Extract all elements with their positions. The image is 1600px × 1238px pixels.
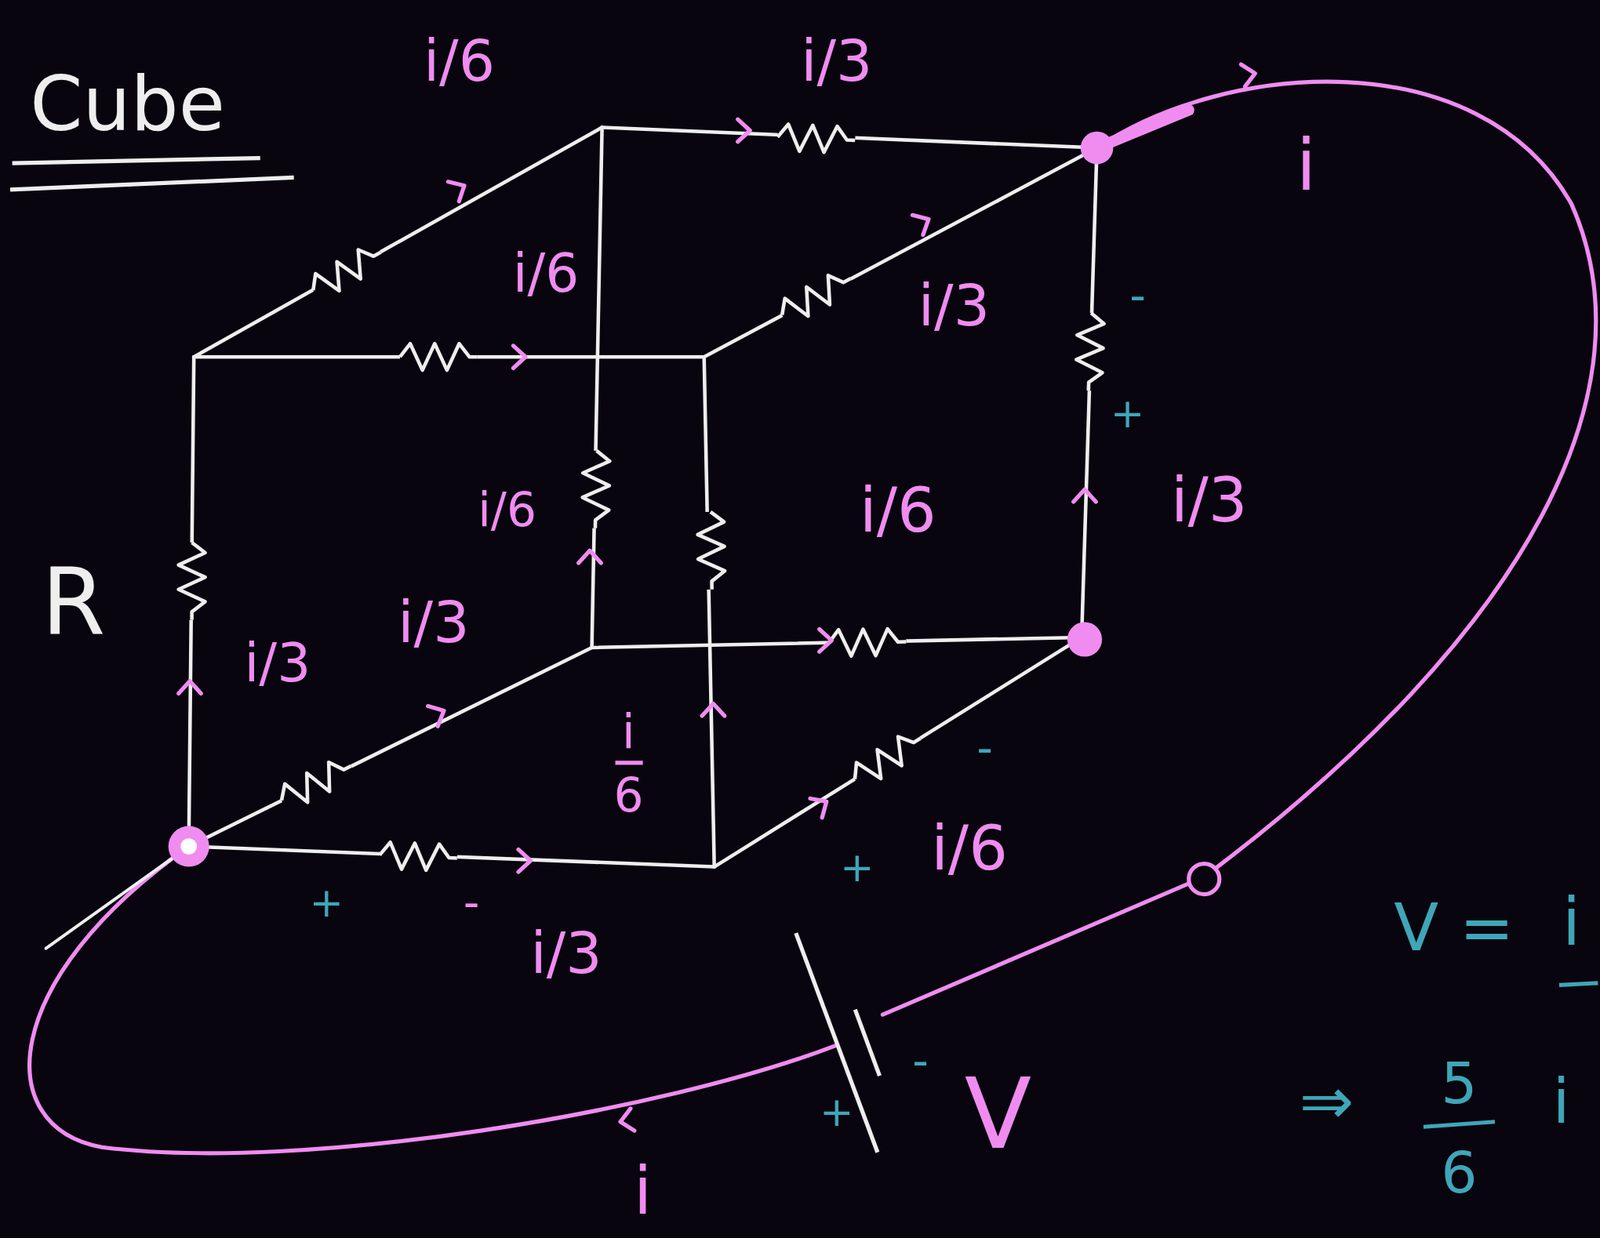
resistor-symbol <box>306 240 388 302</box>
current-label: i/6 <box>859 479 937 541</box>
equation-text: 5 <box>1440 1054 1477 1113</box>
equation-text: i <box>1552 1071 1571 1133</box>
resistor-symbol <box>378 842 458 873</box>
equation-text: 6 <box>1440 1145 1477 1203</box>
current-arrow <box>178 681 202 695</box>
polarity-sign: + <box>840 847 875 888</box>
current-arrow <box>738 119 751 142</box>
junction-dot <box>1080 131 1114 165</box>
current-label: i/3 <box>397 593 470 651</box>
wire <box>29 847 837 1154</box>
junction-dot <box>180 838 197 855</box>
resistor-symbol <box>847 727 928 791</box>
current-label: 6 <box>613 772 644 820</box>
resistor-symbol <box>276 754 358 813</box>
fraction-bar <box>1559 983 1598 986</box>
equation-text: i <box>1562 890 1581 957</box>
polarity-sign: + <box>309 882 345 924</box>
current-label: i/6 <box>512 247 580 301</box>
battery-plate <box>854 1010 880 1077</box>
fraction-bar <box>1423 1122 1495 1128</box>
current-arrow <box>912 209 934 236</box>
polarity-sign: + <box>1110 392 1146 434</box>
current-arrow <box>578 550 602 564</box>
current-arrow <box>428 701 450 728</box>
resistor-symbol <box>697 512 726 590</box>
wire <box>704 356 715 867</box>
wire <box>714 637 1082 868</box>
resistor-symbol <box>828 629 906 658</box>
title-underline <box>12 158 261 164</box>
fraction-bar <box>615 760 644 765</box>
current-arrow <box>819 629 833 653</box>
equation-text: ⇒ <box>1298 1069 1354 1135</box>
current-label: i/6 <box>477 487 537 535</box>
resistor-symbol <box>775 266 857 327</box>
current-label: i/3 <box>530 925 602 983</box>
wire <box>704 148 1098 358</box>
equation-text: V = <box>1393 895 1514 961</box>
current-label: i/3 <box>244 636 312 691</box>
current-arrow <box>701 703 725 717</box>
current-arrow <box>512 345 526 369</box>
terminal-circle <box>1189 864 1220 895</box>
title-underline <box>10 177 295 190</box>
resistor-symbol <box>178 542 206 621</box>
current-label: i <box>621 709 636 757</box>
wire <box>46 847 190 950</box>
title: Cube <box>29 66 226 142</box>
current-label: i/3 <box>918 277 990 335</box>
current-label: i <box>1296 129 1317 201</box>
voltage-label: V <box>964 1065 1032 1164</box>
junction-dot <box>1067 621 1102 657</box>
cube-wires <box>189 127 1098 868</box>
polarity-sign: + <box>819 1091 855 1133</box>
current-arrow <box>1240 62 1257 88</box>
current-label: i/6 <box>423 32 495 91</box>
current-arrow <box>447 175 470 202</box>
polarity-sign: - <box>976 725 993 771</box>
polarity-sign: - <box>912 1038 929 1084</box>
current-arrow <box>518 849 531 873</box>
wire <box>592 127 603 648</box>
resistance-label: R <box>41 556 106 648</box>
polarity-sign: - <box>1129 273 1146 319</box>
source-loop <box>29 81 1597 1154</box>
current-arrow <box>618 1109 635 1134</box>
current-arrow <box>1073 489 1097 502</box>
polarity-sign: - <box>463 880 480 926</box>
current-label: i <box>633 1159 652 1225</box>
current-label: i/3 <box>800 32 873 91</box>
wire <box>882 81 1596 1015</box>
resistor-symbol <box>1075 312 1105 392</box>
current-label: i/3 <box>1170 469 1248 531</box>
resistor-symbol <box>400 343 478 371</box>
wire <box>1081 148 1098 638</box>
wire <box>193 127 602 358</box>
resistor-symbol <box>777 123 856 154</box>
junction-dot <box>168 826 210 868</box>
current-label: i/6 <box>930 818 1008 880</box>
current-arrow <box>810 792 833 819</box>
resistor-symbol <box>581 450 611 529</box>
